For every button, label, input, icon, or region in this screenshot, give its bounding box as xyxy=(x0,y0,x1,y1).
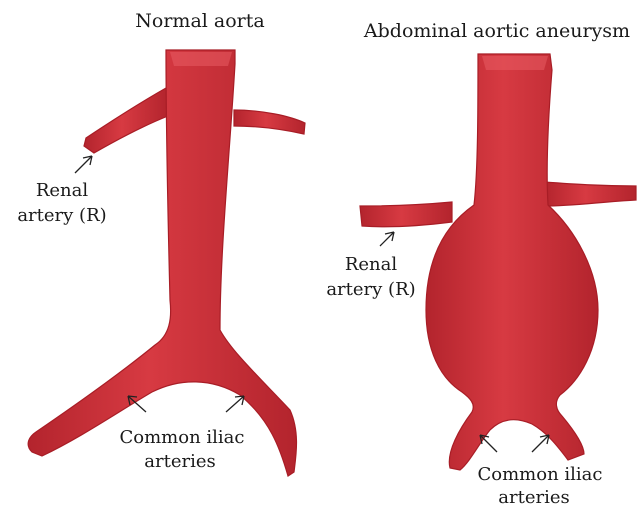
aneurysm-renal-artery-left xyxy=(544,182,636,206)
normal-renal-arrow xyxy=(75,156,92,173)
normal-aorta-highlight xyxy=(170,52,232,66)
aneurysm-iliac-label-line2: arteries xyxy=(498,487,569,508)
aneurysm-iliac-arrow-right xyxy=(532,435,549,452)
normal-iliac-label-line1: Common iliac xyxy=(120,427,245,448)
aneurysm-iliac-arrow-left xyxy=(480,435,497,452)
normal-renal-label-line1: Renal xyxy=(36,180,89,201)
normal-iliac-arrow-right xyxy=(226,396,244,412)
aneurysm-aorta-highlight xyxy=(482,56,548,70)
normal-aorta-panel: Normal aorta Renal artery (R) Common ili… xyxy=(17,10,305,476)
aneurysm-renal-artery-right xyxy=(360,202,452,227)
aneurysm-renal-label-line2: artery (R) xyxy=(326,279,415,300)
normal-renal-label-line2: artery (R) xyxy=(17,205,106,226)
normal-renal-artery-left xyxy=(234,110,305,134)
normal-iliac-label-line2: arteries xyxy=(144,451,215,472)
normal-aorta-title: Normal aorta xyxy=(135,10,264,32)
aneurysm-panel: Abdominal aortic aneurysm Renal artery (… xyxy=(326,20,636,508)
aneurysm-renal-arrow xyxy=(380,232,394,246)
aneurysm-title: Abdominal aortic aneurysm xyxy=(363,20,630,42)
aneurysm-iliac-label-line1: Common iliac xyxy=(478,464,603,485)
aneurysm-aorta-vessel xyxy=(426,54,598,470)
aneurysm-renal-label-line1: Renal xyxy=(345,254,398,275)
normal-renal-artery-right xyxy=(84,88,168,153)
